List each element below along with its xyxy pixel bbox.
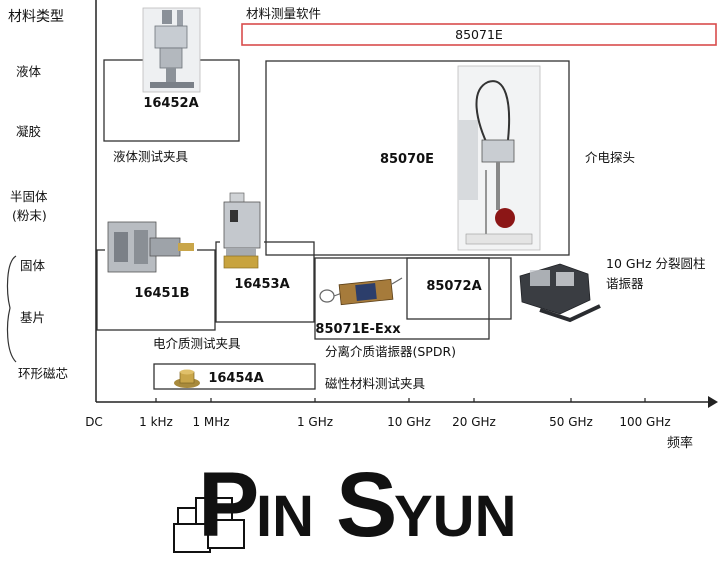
x-tick-label: 20 GHz: [452, 415, 496, 429]
y-label-substrate: 基片: [20, 310, 45, 325]
magnetic-fixture-photo: [174, 369, 200, 388]
x-tick-label: 100 GHz: [619, 415, 670, 429]
y-label-solid: 固体: [20, 258, 46, 273]
logo-square-icon: [207, 519, 245, 549]
box-16453A: [215, 241, 315, 323]
logo-letter-s: S: [336, 454, 397, 556]
x-tick-label: 1 MHz: [192, 415, 229, 429]
x-axis-arrow-icon: [708, 396, 718, 408]
x-axis-tick-labels: DC 1 kHz 1 MHz 1 GHz 10 GHz 20 GHz 50 GH…: [85, 415, 670, 429]
box-85071E-Exx: [314, 257, 490, 340]
dielectric-fixture-16453A-photo: [220, 192, 264, 270]
solid-bracket-icon: [6, 255, 17, 363]
spdr-photo: [319, 264, 405, 312]
x-tick-label: DC: [85, 415, 103, 429]
caption-liquid-fixture: 液体测试夹具: [113, 149, 189, 164]
product-16452A: 16452A: [143, 96, 198, 111]
y-label-liquid: 液体: [16, 64, 42, 79]
x-tick-label: 10 GHz: [387, 415, 431, 429]
y-label-semisolid: 半固体: [10, 189, 48, 204]
dielectric-probe-photo: [457, 65, 541, 251]
y-label-ring-core: 环形磁芯: [18, 366, 68, 381]
box-16454A: [153, 363, 316, 390]
product-16454A: 16454A: [208, 371, 263, 386]
box-85070E: [265, 60, 570, 256]
product-85070E: 85070E: [380, 152, 434, 167]
logo-letters-in: IN: [256, 484, 314, 549]
caption-split-cylinder-resonator: 谐振器: [606, 276, 644, 291]
logo-letters-yun: YUN: [394, 484, 516, 549]
caption-magnetic-fixture: 磁性材料测试夹具: [325, 376, 426, 391]
x-tick-label: 1 kHz: [139, 415, 173, 429]
box-85072A: [406, 257, 512, 320]
product-85071E-Exx: 85071E-Exx: [315, 322, 401, 337]
logo-square-icon: [173, 523, 211, 553]
caption-spdr: 分离介质谐振器(SPDR): [325, 344, 456, 359]
y-label-powder: (粉末): [12, 208, 47, 223]
product-16453A: 16453A: [234, 277, 289, 292]
product-85072A: 85072A: [426, 279, 481, 294]
x-axis-title: 频率: [667, 435, 693, 451]
caption-dielectric-probe: 介电探头: [585, 150, 635, 165]
software-bar: [241, 23, 717, 46]
y-label-gel: 凝胶: [16, 124, 41, 139]
x-axis-ticks: [155, 398, 646, 402]
liquid-fixture-photo: [142, 7, 201, 93]
x-tick-label: 1 GHz: [297, 415, 333, 429]
pinsyun-logo: P IN S YUN: [173, 454, 516, 556]
x-tick-label: 50 GHz: [549, 415, 593, 429]
caption-split-cylinder: 10 GHz 分裂圆柱: [606, 256, 706, 271]
dielectric-fixture-16451B-photo: [105, 210, 197, 280]
product-16451B: 16451B: [134, 286, 189, 301]
logo-letter-p: P: [198, 454, 259, 556]
y-axis-title: 材料类型: [8, 9, 64, 25]
software-product: 85071E: [455, 27, 503, 42]
software-label: 材料测量软件: [246, 6, 321, 21]
split-cylinder-resonator-photo: [519, 263, 601, 323]
caption-dielectric-fixture: 电介质测试夹具: [153, 336, 241, 351]
